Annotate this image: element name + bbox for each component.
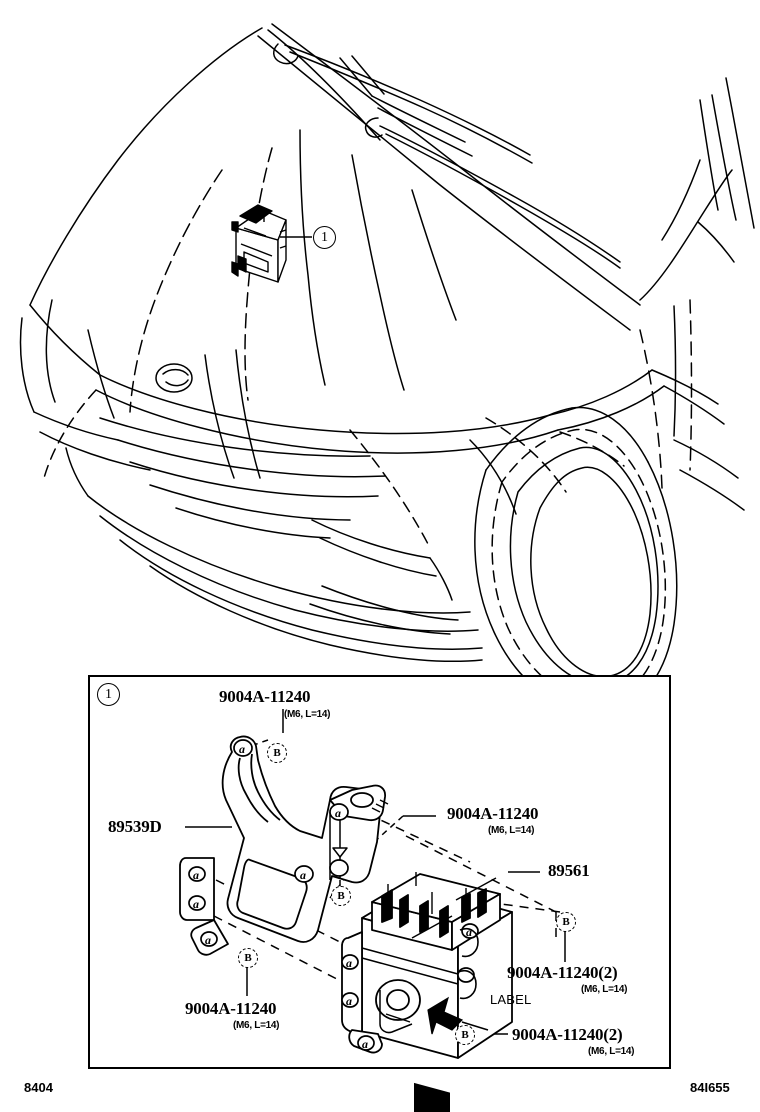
hole-marker-a-4: a: [205, 933, 211, 947]
label-bolt-right-upper: 9004A-11240(2): [507, 963, 618, 982]
label-bolt-bottom-left-spec: (M6, L=14): [233, 1020, 280, 1031]
hole-marker-a-1: a: [239, 742, 245, 756]
label-bolt-right-lower: 9004A-11240(2): [512, 1025, 623, 1044]
label-arrow: [427, 996, 464, 1035]
vehicle-callout-1: 1: [313, 226, 336, 249]
footer-left: 8404: [24, 1080, 53, 1095]
label-bolt-right-upper-spec: (M6, L=14): [581, 984, 628, 995]
label-bolt-mid-spec: (M6, L=14): [488, 825, 535, 836]
label-bolt-bottom-left: 9004A-11240: [185, 999, 277, 1018]
bracket-89539d: [221, 735, 389, 943]
label-bolt-right-lower-spec: (M6, L=14): [588, 1046, 635, 1057]
hole-marker-a-6: a: [335, 806, 341, 820]
hole-marker-a-8: a: [346, 994, 352, 1008]
bolt-marker-b-top: B: [267, 743, 287, 763]
footer-right: 84I655: [690, 1080, 730, 1095]
bolt-marker-b-mid: B: [331, 886, 351, 906]
ecu-module-vehicle-view: [231, 204, 287, 283]
label-bolt-top-spec: (M6, L=14): [284, 709, 331, 720]
hole-marker-a-3: a: [193, 897, 199, 911]
bolt-marker-b-right-lower: B: [455, 1025, 475, 1045]
bolt-marker-b-bottom-left: B: [238, 948, 258, 968]
hole-marker-a-7: a: [346, 956, 352, 970]
label-bolt-top: 9004A-11240: [219, 687, 311, 706]
label-ecu-89561: 89561: [548, 861, 590, 880]
label-bolt-mid: 9004A-11240: [447, 804, 539, 823]
hole-marker-a-2: a: [193, 868, 199, 882]
label-callout-text: LABEL: [490, 992, 532, 1007]
detail-box-callout-1: 1: [97, 683, 120, 706]
bolt-marker-b-right-upper: B: [556, 912, 576, 932]
hole-marker-a-9: a: [362, 1037, 368, 1051]
hole-marker-a-5: a: [300, 868, 306, 882]
hole-marker-a-10: a: [466, 925, 472, 939]
label-bracket-89539d: 89539D: [108, 817, 162, 836]
ecu-label-patch: [414, 1082, 450, 1112]
